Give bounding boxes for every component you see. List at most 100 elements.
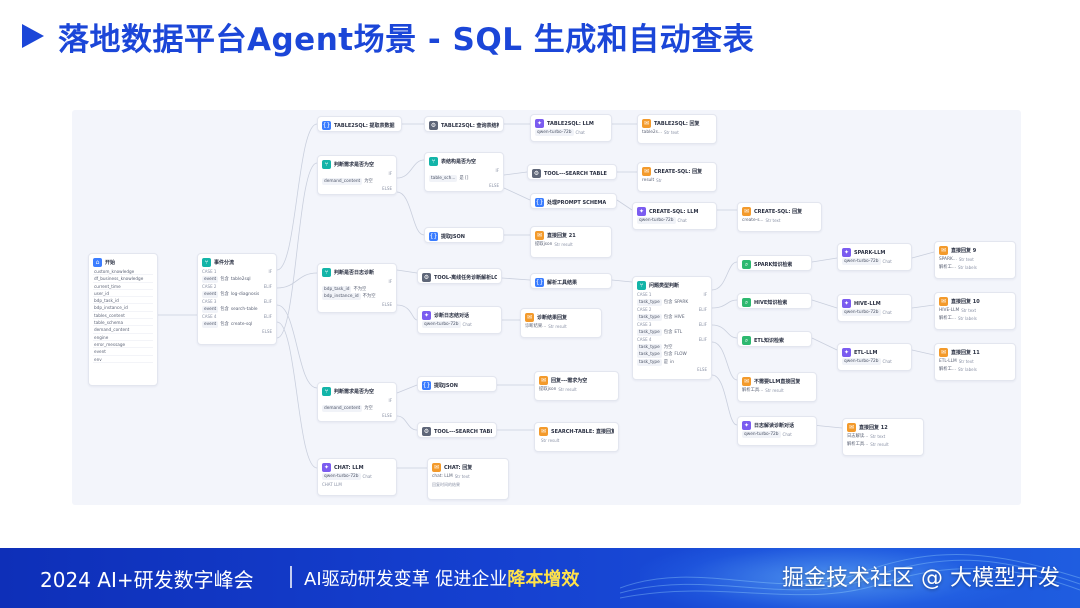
condition-op: 为空: [663, 344, 673, 350]
no-llm-reply-node[interactable]: ✉不需要LLM直接回复 解析工具...Str result: [737, 372, 817, 402]
case-branch: ELIF: [263, 284, 272, 289]
variable-name: env: [94, 356, 102, 362]
condition-value: FLOW: [674, 352, 687, 357]
search-icon: ⌕: [742, 260, 751, 269]
start-variable: tables_content: [93, 312, 153, 320]
case-branch: ELIF: [698, 322, 707, 327]
reply-icon: ✉: [939, 246, 948, 255]
table2sql-reply-node[interactable]: ✉TABLE2SQL: 回复 table2s...Str text: [637, 114, 717, 144]
reply-icon: ✉: [432, 463, 441, 472]
code-icon: {}: [535, 198, 544, 207]
variable-name: current_time: [94, 283, 121, 289]
spark-kb-node[interactable]: ⌕SPARK知识检索: [737, 255, 812, 271]
variable-name: bdp_instance_id: [94, 305, 128, 311]
llm-icon: ✦: [842, 348, 851, 357]
condition-value: search-table: [230, 306, 258, 312]
workflow-edges: [158, 123, 935, 469]
parse-json-node[interactable]: {}提取JSON: [424, 227, 504, 243]
etl-kb-node[interactable]: ⌕ETL知识检索: [737, 331, 812, 347]
start-variable: engine: [93, 334, 153, 341]
condition-op: 是: [663, 359, 669, 365]
hive-kb-node[interactable]: ⌕HIVE知识检索: [737, 293, 812, 309]
reply-9-node[interactable]: ✉直接回复 9 SPARK...Str text 解析工...Str label…: [934, 241, 1016, 279]
reply-icon: ✉: [939, 348, 948, 357]
condition-field: event: [202, 290, 219, 298]
condition-field: event: [202, 305, 219, 313]
condition-value: ETL: [674, 329, 683, 335]
condition-op: 包含: [663, 352, 673, 357]
start-variable: error_message: [93, 341, 153, 349]
start-variable: table_schema: [93, 319, 153, 327]
tool-search-table-node[interactable]: ⚙TOOL---SEARCH TABLE: [527, 164, 617, 180]
reply-icon: ✉: [742, 377, 751, 386]
judge-table-empty-node[interactable]: ⑂表结构是否为空 IF table_sch...是 [] ELSE: [424, 152, 504, 192]
case-label: CASE 2: [202, 284, 217, 289]
search-table-reply-node[interactable]: ✉SEARCH-TABLE: 直接回复 Str result: [534, 422, 619, 452]
tool-icon: ⚙: [429, 121, 438, 130]
reply-12-node[interactable]: ✉直接回复 12 日志解读...Str text 解析工具...Str resu…: [842, 418, 924, 456]
parse-tool-result-node[interactable]: {}解析工具结果: [530, 273, 612, 289]
branch-icon: ⑂: [322, 387, 331, 396]
reply-icon: ✉: [642, 167, 651, 176]
variable-name: bdp_task_id: [94, 298, 119, 304]
tool-icon: ⚙: [532, 169, 541, 178]
footer-banner: 2024 AI+研发数字峰会 AI驱动研发变革 促进企业降本增效 掘金技术社区 …: [0, 548, 1080, 608]
footer-slogan: AI驱动研发变革 促进企业降本增效: [304, 569, 580, 590]
table2sql-extract-node[interactable]: {}TABLE2SQL: 提取表数据: [317, 116, 402, 132]
parse-json2-node[interactable]: {}提取JSON: [417, 376, 497, 392]
table2sql-query-node[interactable]: ⚙TABLE2SQL: 查询表结构: [424, 116, 504, 132]
llm-icon: ✦: [842, 248, 851, 257]
case-branch: ELIF: [263, 314, 272, 319]
llm-icon: ✦: [637, 207, 646, 216]
variable-name: df_business_knowledge: [94, 276, 144, 282]
reply-icon: ✉: [539, 427, 548, 436]
log-reply-node[interactable]: ✉诊断结果回复 诊断结果...Str result: [520, 308, 602, 338]
case-branch: ELIF: [263, 299, 272, 304]
create-sql-reply2-node[interactable]: ✉CREATE-SQL: 回复 create-s...Str text: [737, 202, 822, 232]
tool-search-table2-node[interactable]: ⚙TOOL---SEARCH TABLE: [417, 422, 497, 438]
variable-name: custom_knowledge: [94, 269, 135, 274]
case-branch: IF: [703, 292, 707, 297]
condition-op: 包含: [663, 314, 673, 320]
footer-wave-decoration: [620, 554, 1080, 599]
branch-icon: ⑂: [202, 258, 211, 267]
condition-op: 包含: [220, 291, 229, 297]
tool-icon: ⚙: [422, 427, 431, 436]
variable-name: tables_content: [94, 312, 125, 318]
case-label: CASE 3: [202, 299, 217, 304]
condition-value: log-diagnosis: [230, 291, 260, 297]
prompt-schema-node[interactable]: {}处理PROMPT SCHEMA: [530, 193, 617, 209]
tool-log-node[interactable]: ⚙TOOL-离线任务诊断解析LOG: [417, 268, 502, 284]
branch-icon: ⑂: [429, 157, 438, 166]
reply-icon: ✉: [535, 231, 544, 240]
llm-icon: ✦: [322, 463, 331, 472]
reply-icon: ✉: [847, 423, 856, 432]
